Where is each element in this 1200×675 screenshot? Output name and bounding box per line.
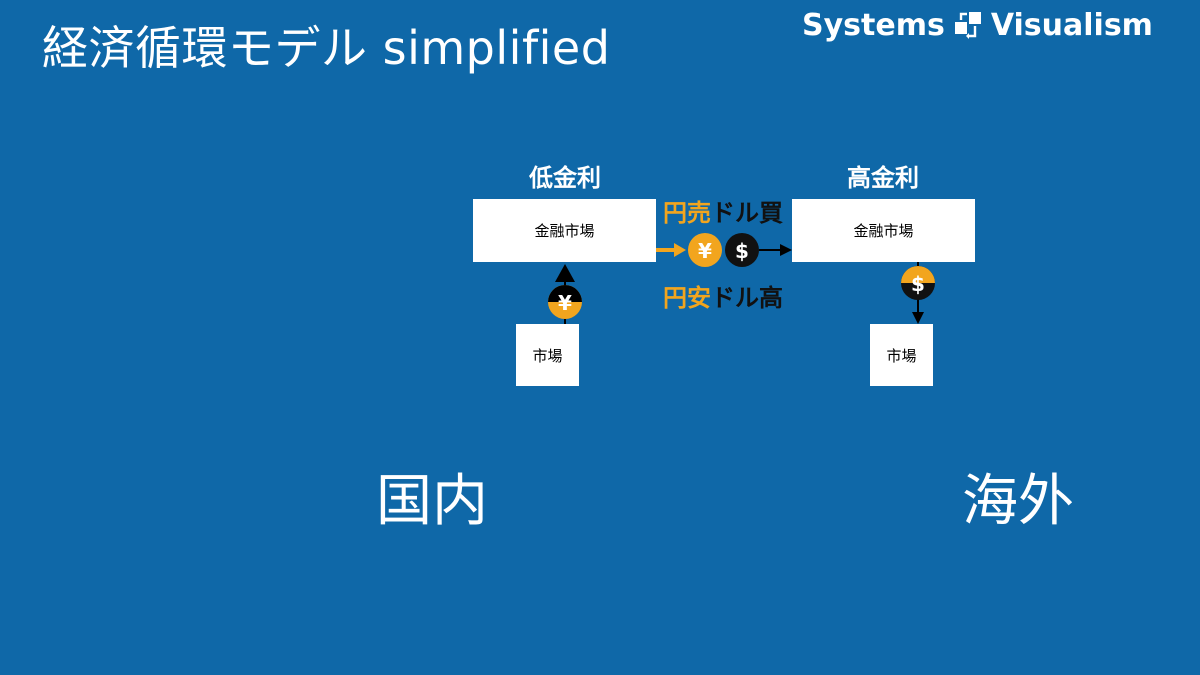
overseas-financial-market-box: 金融市場 bbox=[792, 199, 975, 262]
dollar-coin-overseas-symbol: $ bbox=[911, 272, 925, 296]
strong-dollar-text: ドル高 bbox=[711, 284, 783, 312]
yen-coin-domestic-symbol: ¥ bbox=[558, 291, 572, 315]
low-interest-label: 低金利 bbox=[529, 164, 601, 192]
overseas-region-label: 海外 bbox=[962, 469, 1074, 534]
brand-right-text: Visualism bbox=[990, 8, 1153, 43]
page-title: 経済循環モデル simplified bbox=[42, 21, 611, 75]
yen-coin-exchange-symbol: ¥ bbox=[698, 239, 712, 263]
domestic-financial-market-box: 金融市場 bbox=[473, 199, 656, 262]
dollar-exchange-arrow bbox=[759, 244, 792, 256]
domestic-market-box: 市場 bbox=[516, 324, 579, 386]
high-interest-label: 高金利 bbox=[847, 164, 919, 192]
overseas-market-box: 市場 bbox=[870, 324, 933, 386]
brand-logo: Systems Visualism bbox=[802, 8, 1153, 43]
domestic-region-label: 国内 bbox=[376, 469, 488, 534]
buy-dollar-text: ドル買 bbox=[711, 199, 783, 227]
dollar-coin-exchange: $ bbox=[725, 233, 759, 267]
flow-blocks-icon bbox=[954, 11, 981, 40]
yen-coin-domestic: ¥ bbox=[548, 285, 582, 319]
yen-exchange-arrow bbox=[656, 243, 686, 257]
dollar-coin-overseas: $ bbox=[901, 266, 935, 300]
sell-yen-text: 円売 bbox=[663, 199, 711, 227]
fx-action-label: 円売 ドル買 bbox=[663, 193, 783, 228]
weak-yen-text: 円安 bbox=[663, 284, 711, 312]
yen-coin-exchange: ¥ bbox=[688, 233, 722, 267]
dollar-coin-exchange-symbol: $ bbox=[735, 239, 749, 263]
brand-left-text: Systems bbox=[802, 8, 945, 43]
fx-result-label: 円安 ドル高 bbox=[663, 278, 783, 313]
